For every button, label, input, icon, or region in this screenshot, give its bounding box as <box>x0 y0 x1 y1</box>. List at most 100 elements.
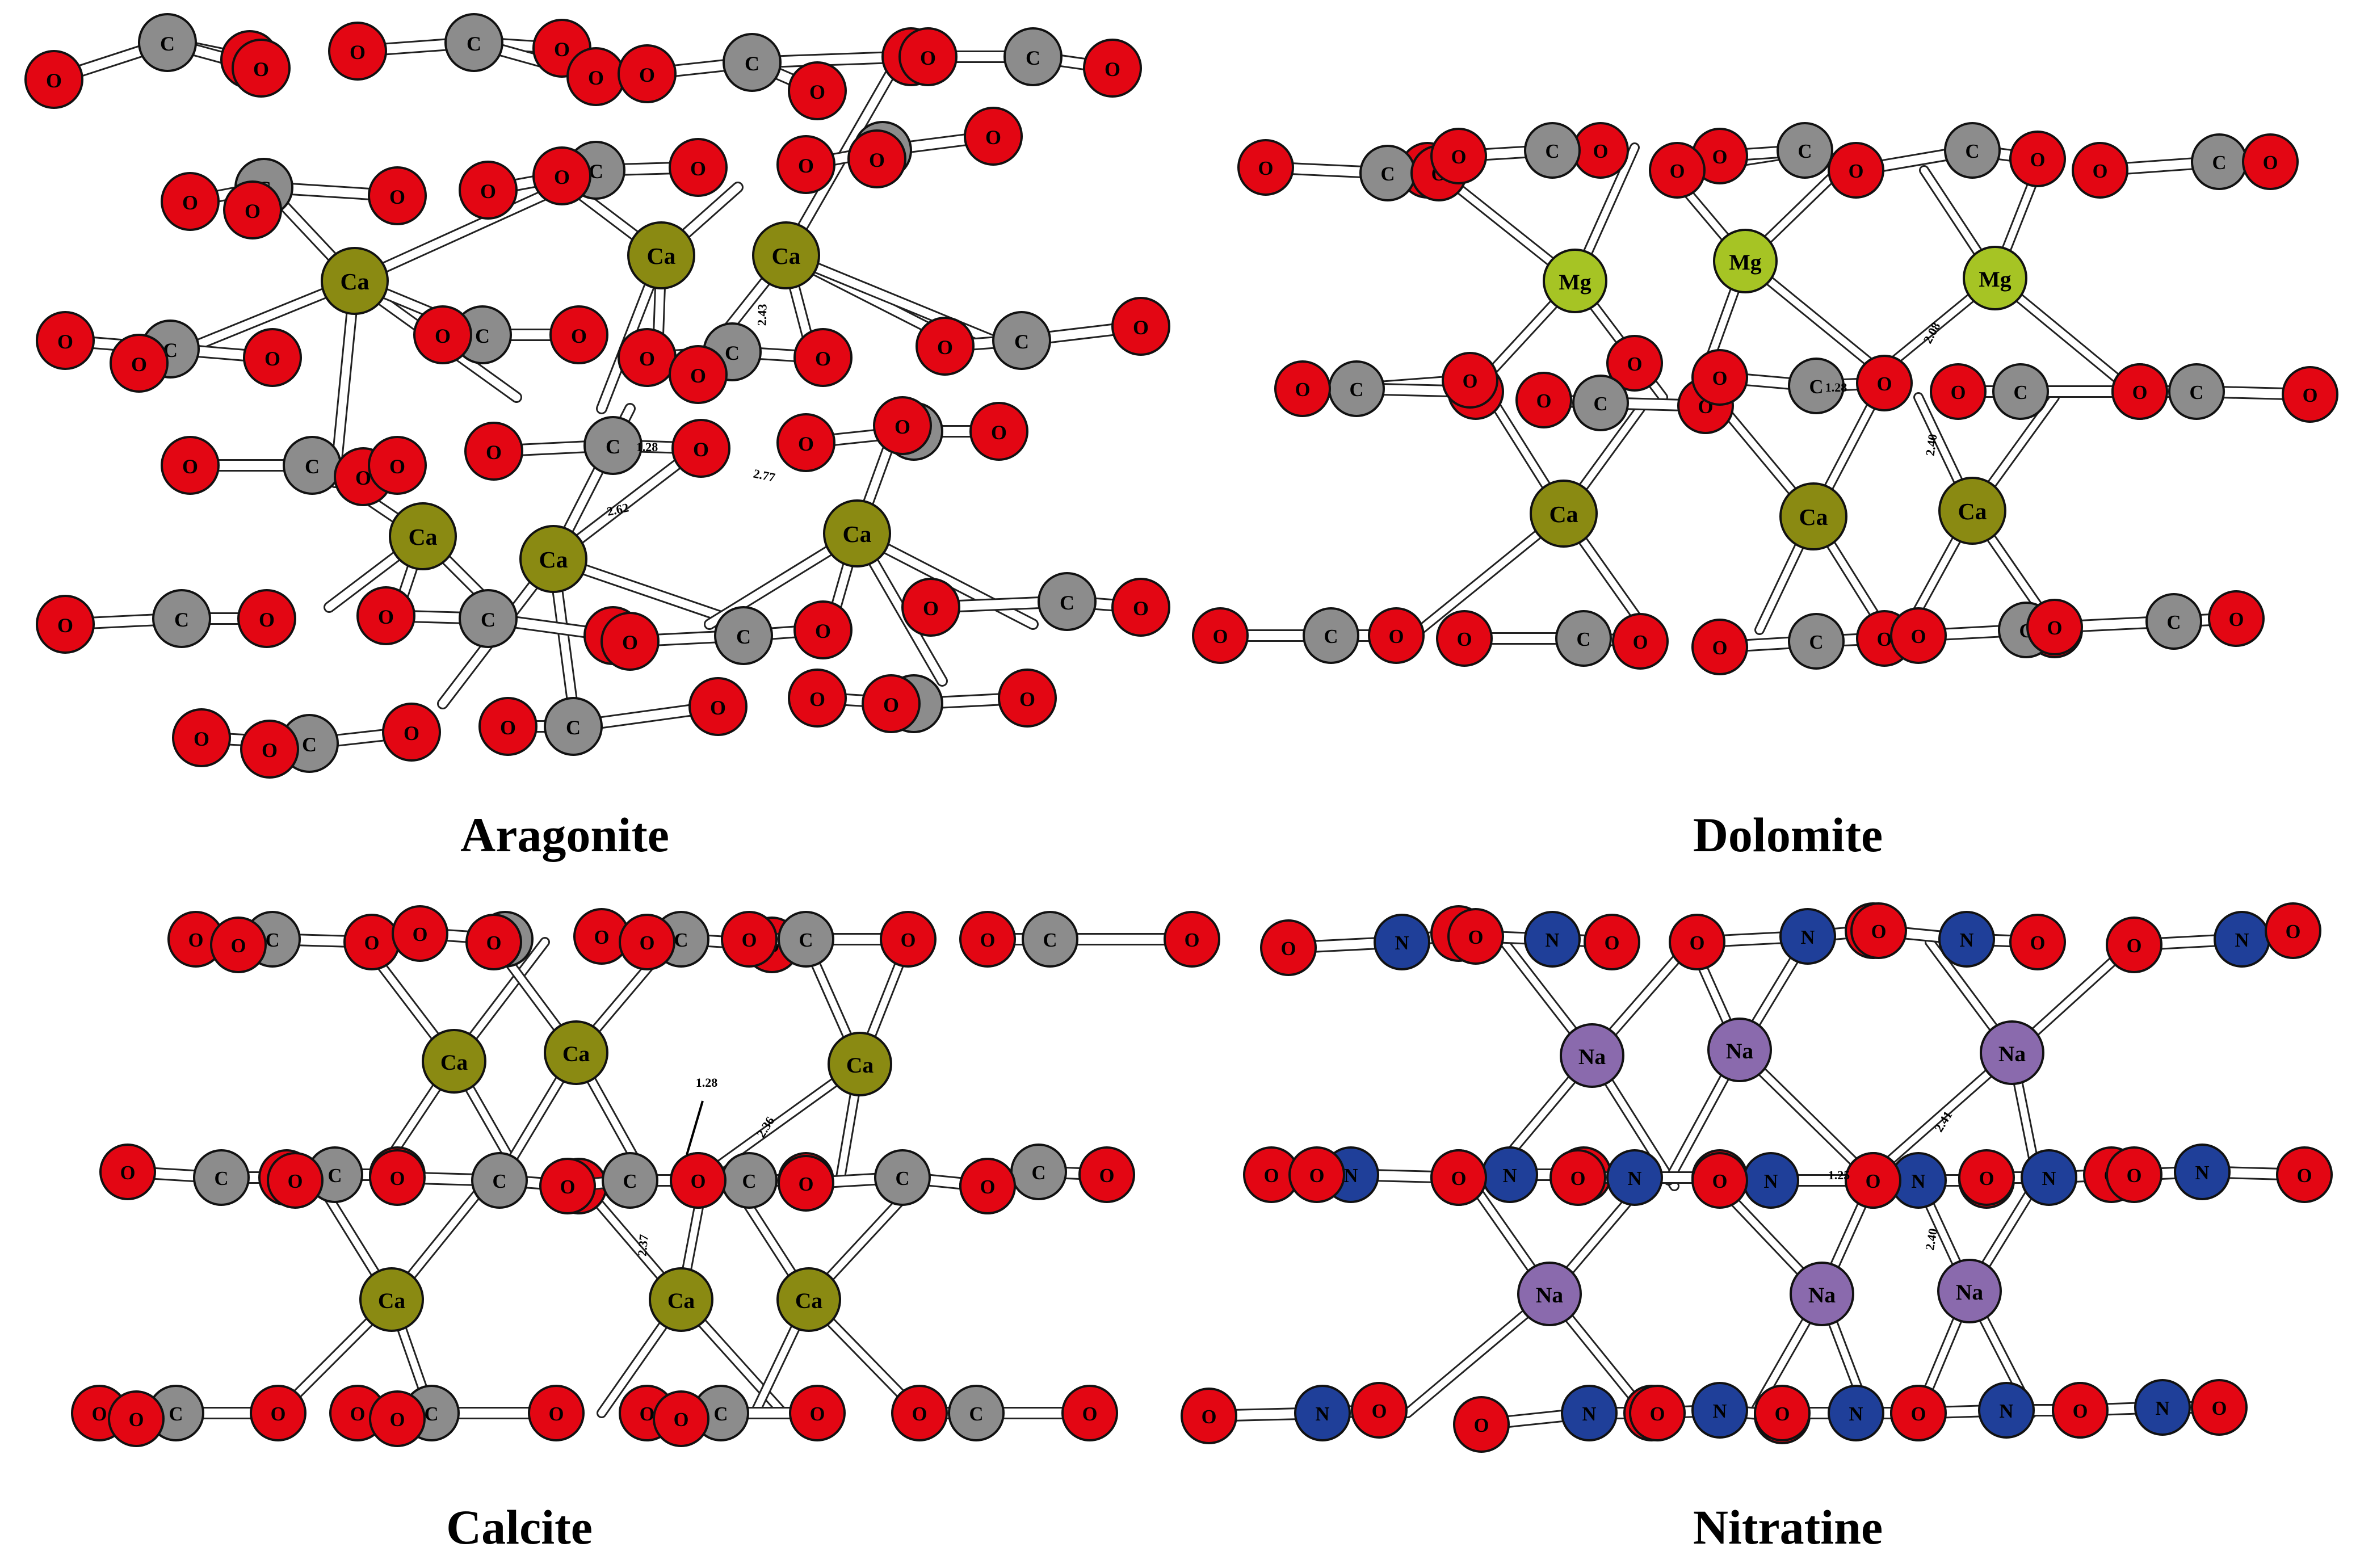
atom-sphere <box>544 697 603 756</box>
atom-sphere <box>1845 1152 1901 1209</box>
atom-o: O <box>1288 1146 1345 1203</box>
atom-label: Ca <box>667 1288 695 1313</box>
atom-sphere <box>992 311 1051 370</box>
atom-o: O <box>776 413 835 472</box>
atom-label: O <box>1951 382 1966 403</box>
atom-o: O <box>1691 1152 1748 1209</box>
atom-label: O <box>1258 158 1274 179</box>
atom-label: O <box>639 64 655 86</box>
atom-label: Mg <box>1979 267 2011 292</box>
atom-label: O <box>2127 935 2142 957</box>
atom-sphere <box>36 311 95 370</box>
atom-sphere <box>1850 902 1907 959</box>
atom-label: O <box>912 1403 927 1425</box>
atom-sphere <box>2106 917 2162 973</box>
atom-sphere <box>2111 363 2168 420</box>
atom-sphere <box>2106 1146 2162 1203</box>
atom-label: C <box>714 1403 728 1425</box>
atom-label: O <box>264 347 280 370</box>
atom-label: N <box>1764 1171 1778 1192</box>
atom-c: C <box>723 33 782 92</box>
atom-label: C <box>174 608 189 631</box>
atom-label: O <box>1877 629 1892 650</box>
atom-o: O <box>1436 610 1493 667</box>
atom-sphere <box>862 674 921 733</box>
atom-o: O <box>1260 919 1317 976</box>
atom-label: Na <box>1726 1039 1754 1063</box>
atom-sphere <box>1517 1262 1582 1326</box>
atom-o: O <box>1828 142 1884 199</box>
atom-sphere <box>2134 1379 2191 1436</box>
atom-sphere <box>161 172 220 231</box>
atom-label: C <box>969 1403 984 1425</box>
atom-sphere <box>1543 249 1607 313</box>
atom-label: O <box>131 353 147 376</box>
atom-label: C <box>1546 141 1560 162</box>
atom-o: O <box>539 1158 596 1214</box>
atom-ca: Ca <box>1530 480 1598 548</box>
atom-label: N <box>2042 1168 2056 1189</box>
atom-n: N <box>2214 911 2270 968</box>
atom-o: O <box>267 1152 324 1209</box>
atom-sphere <box>1828 142 1884 199</box>
atom-label: O <box>46 69 62 92</box>
atom-o: O <box>243 328 302 387</box>
atom-sphere <box>828 1032 892 1096</box>
atom-sphere <box>778 911 834 968</box>
atom-o: O <box>99 1144 156 1200</box>
atom-sphere <box>959 911 1016 968</box>
distance-label: 1.25 <box>1828 1168 1850 1182</box>
atom-label: O <box>799 1174 814 1195</box>
atom-label: O <box>1474 1415 1489 1436</box>
distance-label: 2.40 <box>1923 433 1940 457</box>
atom-label: C <box>2014 382 2028 403</box>
atom-na: Na <box>1790 1262 1854 1326</box>
atom-sphere <box>1524 911 1581 968</box>
atom-c: C <box>1010 1144 1067 1200</box>
atom-c: C <box>1003 27 1063 86</box>
atom-o: O <box>1515 372 1572 428</box>
atom-label: O <box>1849 161 1864 182</box>
atom-c: C <box>193 1149 250 1206</box>
atom-sphere <box>688 677 748 736</box>
atom-label: O <box>1281 938 1296 960</box>
atom-label: O <box>2030 932 2046 954</box>
atom-o: O <box>172 708 231 767</box>
atom-label: O <box>486 441 502 464</box>
atom-label: O <box>92 1403 107 1425</box>
atom-sphere <box>413 305 472 364</box>
atom-sphere <box>2208 590 2265 647</box>
atom-o: O <box>1111 578 1170 637</box>
atom-o: O <box>240 720 299 779</box>
atom-label: O <box>2047 617 2063 639</box>
atom-o: O <box>1572 122 1629 179</box>
atom-sphere <box>243 328 302 387</box>
atom-c: C <box>1328 360 1385 417</box>
atom-label: O <box>1911 626 1926 648</box>
distance-label: 2.37 <box>635 1234 650 1257</box>
atom-sphere <box>1351 1382 1408 1439</box>
atom-sphere <box>602 1152 658 1209</box>
atom-label: O <box>1451 146 1467 168</box>
atom-n: N <box>1561 1385 1618 1441</box>
atom-sphere <box>232 39 291 98</box>
atom-label: O <box>390 1409 405 1431</box>
atom-label: O <box>271 1403 286 1425</box>
atom-o: O <box>788 61 847 120</box>
atom-label: O <box>923 597 939 620</box>
atom-sphere <box>108 1390 165 1447</box>
atom-o: O <box>2208 590 2265 647</box>
atom-o: O <box>793 600 853 659</box>
atom-o: O <box>1612 613 1669 670</box>
atom-label: O <box>245 200 261 222</box>
atom-sphere <box>873 396 932 455</box>
atom-o: O <box>601 612 660 671</box>
atom-sphere <box>1078 1146 1135 1203</box>
atom-label: O <box>1911 1403 1926 1425</box>
atom-c: C <box>1777 122 1833 179</box>
atom-sphere <box>788 669 847 728</box>
atom-sphere <box>898 27 958 86</box>
atom-label: O <box>1389 626 1404 648</box>
atom-label: O <box>1866 1171 1881 1192</box>
atom-label: O <box>413 924 428 945</box>
